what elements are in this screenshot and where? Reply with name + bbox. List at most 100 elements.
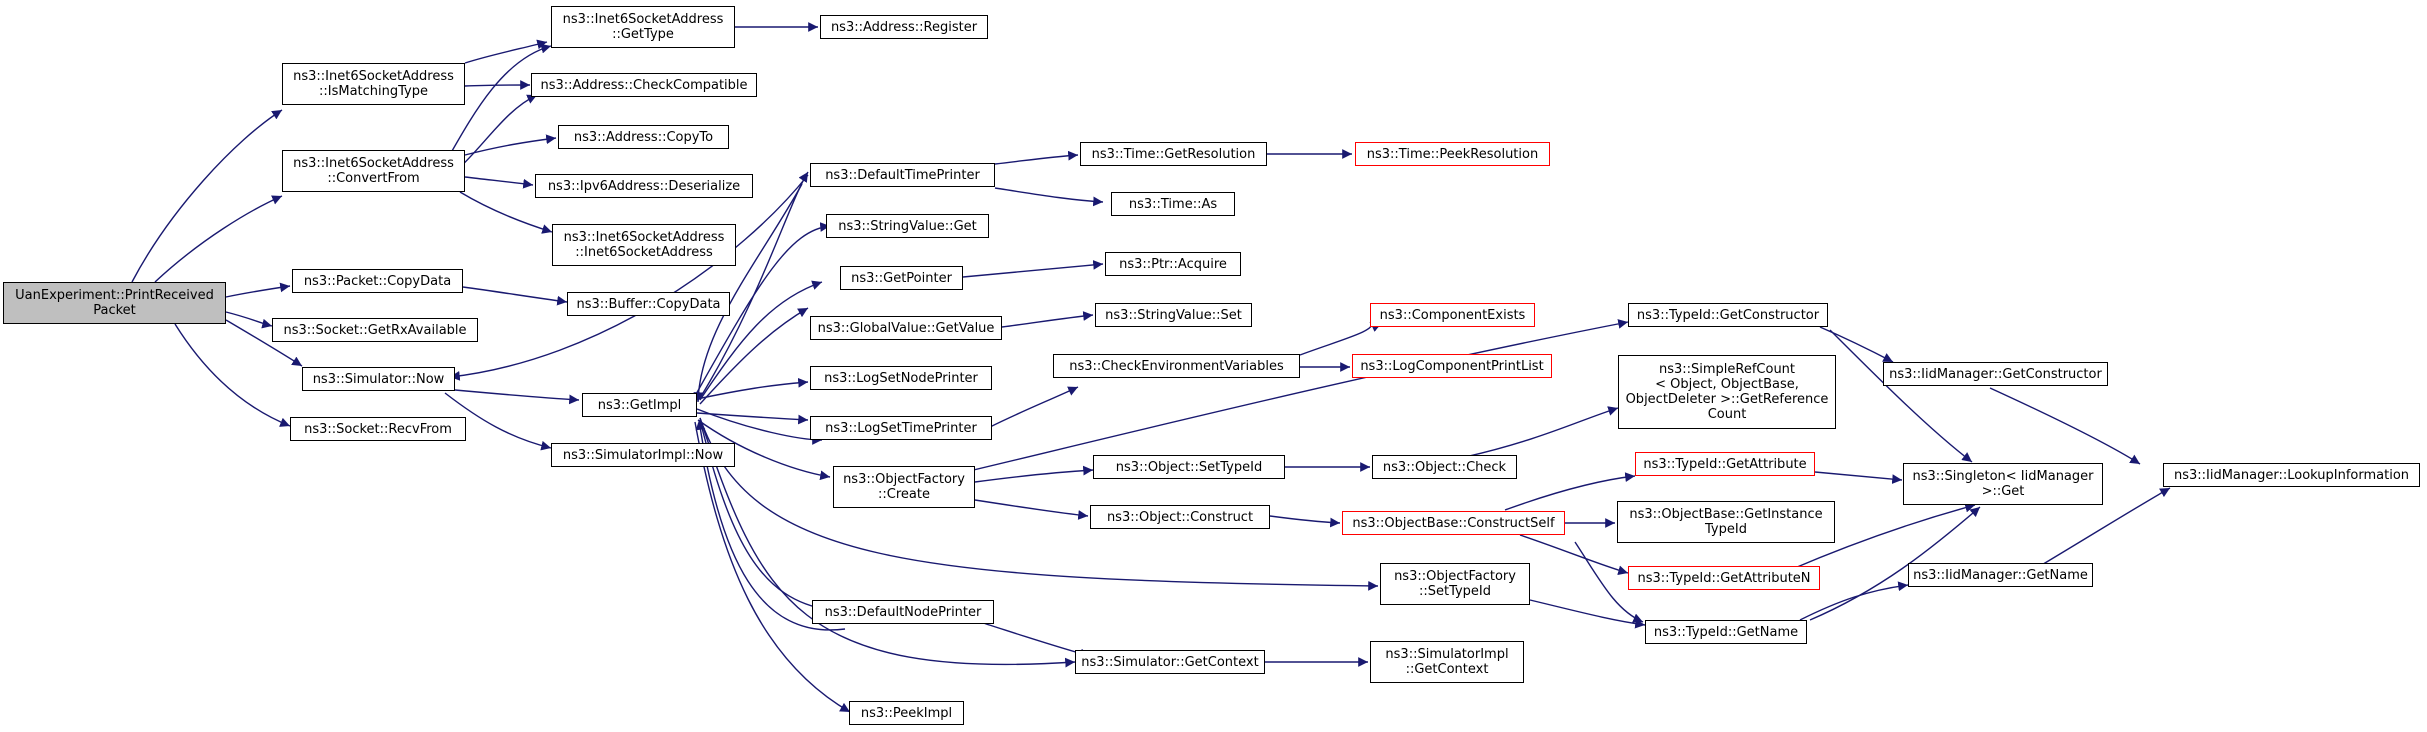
edge xyxy=(699,307,809,405)
node-globalvalue-getvalue[interactable]: ns3::GlobalValue::GetValue xyxy=(810,316,1002,340)
node-objectbase-constructself[interactable]: ns3::ObjectBase::ConstructSelf xyxy=(1342,511,1565,535)
edge xyxy=(962,260,1104,278)
edge xyxy=(699,417,1379,591)
node-stringvalue-set[interactable]: ns3::StringValue::Set xyxy=(1095,303,1252,327)
edge xyxy=(225,319,303,367)
edge xyxy=(1989,387,2141,465)
edge xyxy=(454,389,580,405)
node-defaulttimeprinter[interactable]: ns3::DefaultTimePrinter xyxy=(810,163,995,187)
node-simulatorimpl-now[interactable]: ns3::SimulatorImpl::Now xyxy=(551,443,735,467)
edge xyxy=(154,195,283,283)
edge xyxy=(979,621,1091,659)
node-singleton-iidmanager-get[interactable]: ns3::Singleton< IidManager >::Get xyxy=(1903,463,2103,505)
node-getpointer[interactable]: ns3::GetPointer xyxy=(840,266,963,290)
node-iidmanager-getname[interactable]: ns3::IidManager::GetName xyxy=(1908,563,2093,587)
node-iidmanager-lookupinformation[interactable]: ns3::IidManager::LookupInformation xyxy=(2163,463,2420,487)
edge xyxy=(1519,534,1629,576)
edge xyxy=(462,286,568,306)
edge xyxy=(225,282,291,298)
node-address-register[interactable]: ns3::Address::Register xyxy=(820,15,988,39)
edge xyxy=(699,280,823,401)
edge xyxy=(699,417,1076,668)
edge xyxy=(131,109,283,283)
node-simulator-getcontext[interactable]: ns3::Simulator::GetContext xyxy=(1075,650,1265,674)
edge xyxy=(454,94,538,173)
edge xyxy=(1809,506,1981,621)
node-inet6socketaddress-gettype[interactable]: ns3::Inet6SocketAddress ::GetType xyxy=(551,6,735,48)
node-logsettimeprinter[interactable]: ns3::LogSetTimePrinter xyxy=(810,416,992,440)
node-address-copyto[interactable]: ns3::Address::CopyTo xyxy=(558,125,729,149)
edge xyxy=(974,499,1089,520)
edge xyxy=(464,176,534,189)
node-socket-recvfrom[interactable]: ns3::Socket::RecvFrom xyxy=(290,417,466,441)
edge xyxy=(1799,581,1909,621)
edge xyxy=(464,134,557,156)
node-inet6socketaddress-convertfrom[interactable]: ns3::Inet6SocketAddress ::ConvertFrom xyxy=(282,150,465,192)
edge xyxy=(974,465,1094,483)
edge xyxy=(464,80,531,90)
edge xyxy=(697,419,831,481)
node-ipv6address-deserialize[interactable]: ns3::Ipv6Address::Deserialize xyxy=(535,174,753,198)
edge xyxy=(1464,406,1619,458)
edge xyxy=(696,412,809,425)
edge xyxy=(464,39,548,64)
edge xyxy=(699,171,809,399)
node-typeid-getattribute[interactable]: ns3::TypeId::GetAttribute xyxy=(1635,452,1815,476)
node-typeid-getattributen[interactable]: ns3::TypeId::GetAttributeN xyxy=(1628,566,1820,590)
node-peekimpl[interactable]: ns3::PeekImpl xyxy=(849,701,964,725)
node-object-construct[interactable]: ns3::Object::Construct xyxy=(1090,505,1270,529)
node-object-check[interactable]: ns3::Object::Check xyxy=(1372,455,1517,479)
node-time-peekresolution[interactable]: ns3::Time::PeekResolution xyxy=(1355,142,1550,166)
edge xyxy=(225,311,273,329)
edge xyxy=(1001,311,1094,328)
edge xyxy=(994,187,1104,207)
node-uanexperiment-printreceivedpacket: UanExperiment::PrintReceived Packet xyxy=(3,282,226,324)
edge xyxy=(1814,471,1903,484)
edge xyxy=(1829,329,1973,463)
node-iidmanager-getconstructor[interactable]: ns3::IidManager::GetConstructor xyxy=(1883,362,2108,386)
node-checkenvironmentvariables[interactable]: ns3::CheckEnvironmentVariables xyxy=(1053,354,1300,378)
node-simplerefcount-getreferencecount[interactable]: ns3::SimpleRefCount < Object, ObjectBase… xyxy=(1618,355,1836,429)
edge xyxy=(694,222,831,397)
node-objectbase-getinstancetypeid[interactable]: ns3::ObjectBase::GetInstance TypeId xyxy=(1617,501,1835,543)
node-stringvalue-get[interactable]: ns3::StringValue::Get xyxy=(826,214,989,238)
edge xyxy=(1789,502,1976,571)
node-packet-copydata[interactable]: ns3::Packet::CopyData xyxy=(292,269,463,293)
node-object-settypeid[interactable]: ns3::Object::SetTypeId xyxy=(1093,455,1285,479)
edge xyxy=(1299,321,1381,356)
edge xyxy=(1504,472,1636,511)
node-buffer-copydata[interactable]: ns3::Buffer::CopyData xyxy=(567,292,730,316)
node-objectfactory-settypeid[interactable]: ns3::ObjectFactory ::SetTypeId xyxy=(1380,563,1530,605)
node-logsetnodeprinter[interactable]: ns3::LogSetNodePrinter xyxy=(810,366,992,390)
edge xyxy=(696,377,809,400)
edge xyxy=(444,392,552,451)
node-logcomponentprintlist[interactable]: ns3::LogComponentPrintList xyxy=(1352,354,1552,378)
node-typeid-getname[interactable]: ns3::TypeId::GetName xyxy=(1645,620,1807,644)
edge xyxy=(694,421,851,713)
edge xyxy=(989,386,1079,428)
node-time-as[interactable]: ns3::Time::As xyxy=(1111,192,1235,216)
node-simulatorimpl-getcontext[interactable]: ns3::SimulatorImpl ::GetContext xyxy=(1370,641,1524,683)
edge xyxy=(994,150,1079,165)
node-typeid-getconstructor[interactable]: ns3::TypeId::GetConstructor xyxy=(1628,303,1828,327)
edge xyxy=(695,419,846,631)
node-inet6socketaddress-inet6socketaddress[interactable]: ns3::Inet6SocketAddress ::Inet6SocketAdd… xyxy=(552,224,736,266)
edge xyxy=(693,183,803,403)
node-componentexists[interactable]: ns3::ComponentExists xyxy=(1370,303,1535,327)
node-objectfactory-create[interactable]: ns3::ObjectFactory ::Create xyxy=(833,466,975,508)
node-defaultnodeprinter[interactable]: ns3::DefaultNodePrinter xyxy=(812,600,994,624)
node-inet6socketaddress-ismatchingtype[interactable]: ns3::Inet6SocketAddress ::IsMatchingType xyxy=(282,63,465,105)
node-socket-getrxavailable[interactable]: ns3::Socket::GetRxAvailable xyxy=(272,318,478,342)
edge xyxy=(449,174,809,381)
edge xyxy=(1529,599,1646,629)
node-getimpl[interactable]: ns3::GetImpl xyxy=(582,393,697,417)
node-simulator-now[interactable]: ns3::Simulator::Now xyxy=(302,367,455,391)
edge xyxy=(964,319,1629,473)
edge xyxy=(1574,541,1644,623)
node-address-checkcompatible[interactable]: ns3::Address::CheckCompatible xyxy=(531,73,757,97)
edge xyxy=(174,323,291,427)
edge xyxy=(2039,487,2171,567)
node-ptr-acquire[interactable]: ns3::Ptr::Acquire xyxy=(1105,252,1241,276)
node-time-getresolution[interactable]: ns3::Time::GetResolution xyxy=(1080,142,1267,166)
